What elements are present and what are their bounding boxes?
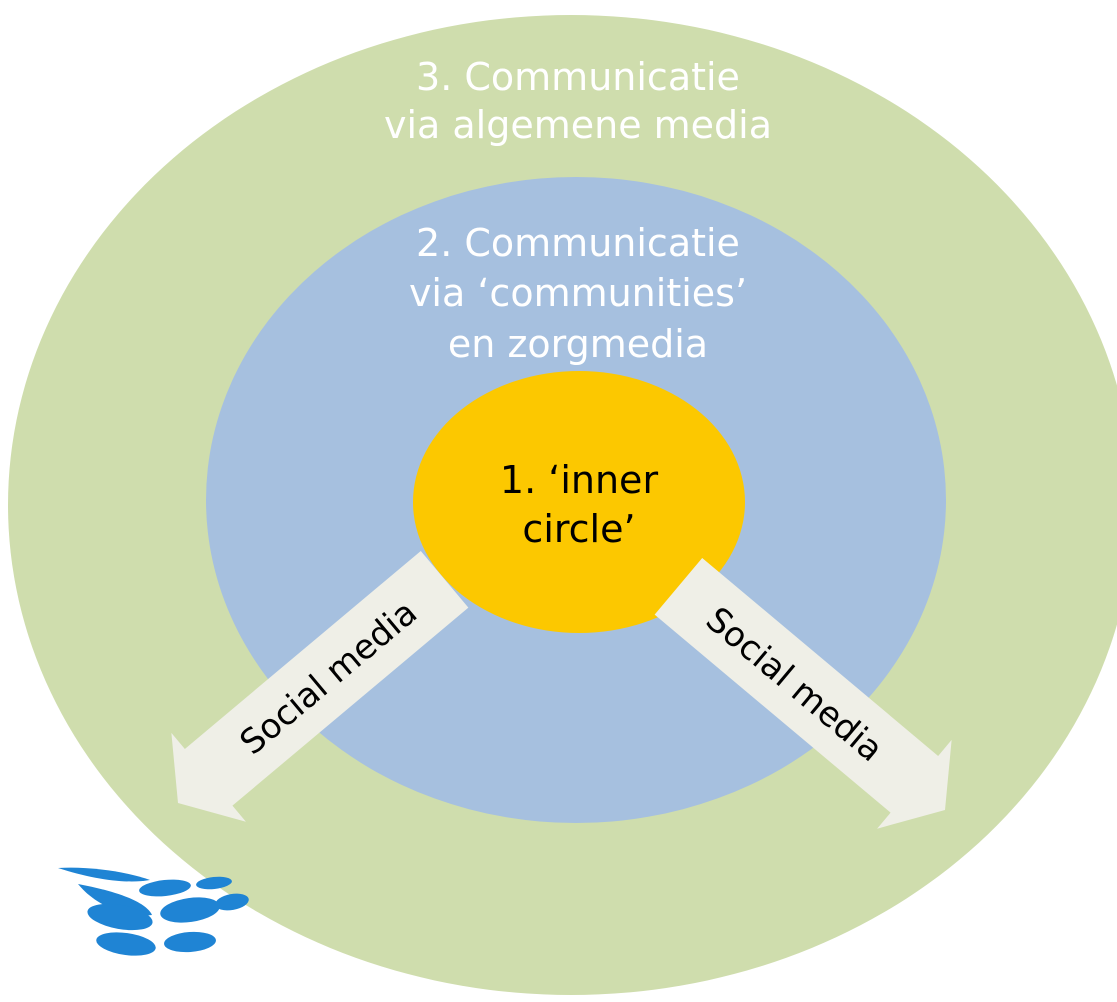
arrow-right-shape <box>654 557 952 829</box>
middle-ring-label-line1: 2. Communicatie <box>416 221 740 265</box>
arrow-left-shape <box>171 550 469 822</box>
outer-ring-label-line1: 3. Communicatie <box>416 55 740 99</box>
inner-circle-label-line1: 1. ‘inner <box>500 458 659 502</box>
waterdrops-logo-icon <box>58 867 249 956</box>
middle-ring-label-line2: via ‘communities’ <box>409 271 747 315</box>
inner-circle-label-line2: circle’ <box>522 507 635 551</box>
outer-ring-label-line2: via algemene media <box>384 103 772 147</box>
middle-ring-label-line3: en zorgmedia <box>448 322 708 366</box>
inner-circle <box>413 371 745 633</box>
